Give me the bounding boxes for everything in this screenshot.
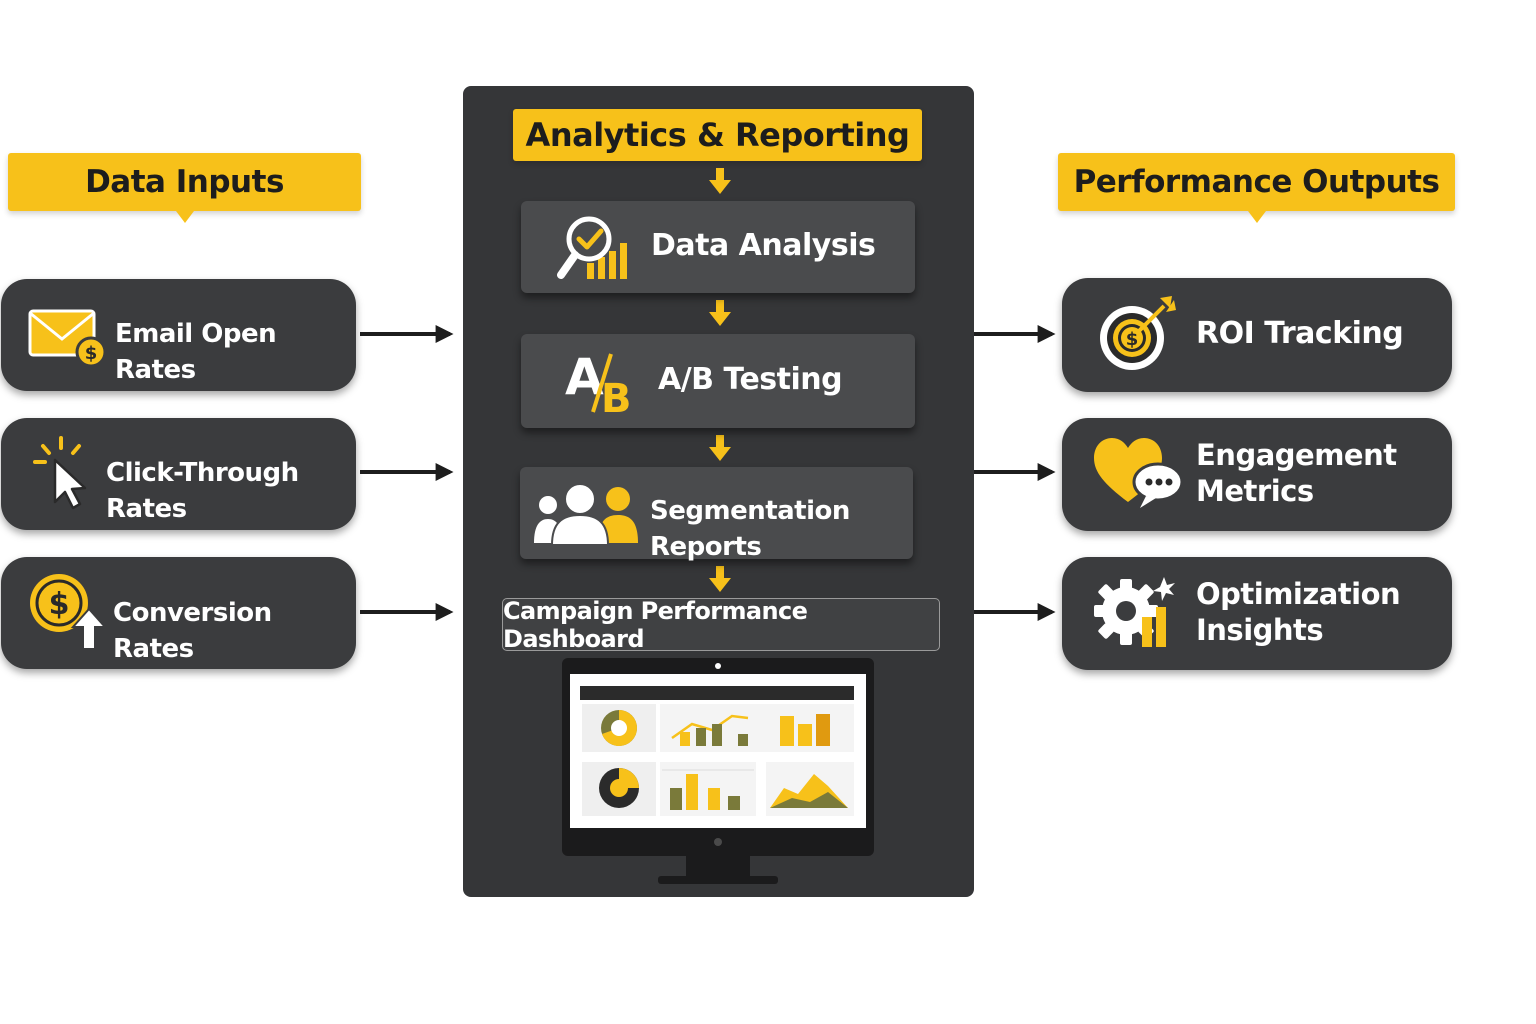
- heart-chat-icon: [1094, 438, 1186, 514]
- gear-chart-icon: [1090, 573, 1182, 653]
- dashboard-monitor-icon: [562, 658, 874, 892]
- target-dollar-icon: $: [1096, 296, 1178, 378]
- step-label-segmentation-reports: Segmentation Reports: [650, 496, 850, 562]
- output-card-optimization-insights: Optimization Insights: [1062, 557, 1452, 670]
- down-arrow-4: [709, 566, 731, 592]
- input-label-email-open-rates: Email Open Rates: [115, 319, 277, 385]
- output-label-optimization-insights: Optimization Insights: [1196, 577, 1401, 647]
- input-card-conversion-rates: $ Conversion Rates: [1, 557, 356, 669]
- performance-outputs-banner: Performance Outputs: [1058, 153, 1455, 223]
- dashboard-label-box: Campaign Performance Dashboard: [502, 596, 940, 653]
- envelope-dollar-icon: $: [28, 307, 108, 373]
- svg-text:$: $: [1126, 329, 1139, 350]
- step-label-data-analysis: Data Analysis: [651, 228, 876, 263]
- step-segmentation-reports: Segmentation Reports: [520, 467, 913, 562]
- output-card-roi-tracking: $ ROI Tracking: [1062, 278, 1452, 392]
- step-ab-testing: A B A/B Testing: [521, 334, 915, 428]
- banner-notch: [175, 211, 194, 223]
- data-inputs-banner: Data Inputs: [8, 153, 361, 223]
- step-data-analysis: Data Analysis: [521, 201, 915, 293]
- ab-test-icon: A B: [563, 346, 643, 422]
- down-arrow-3: [709, 435, 731, 461]
- people-group-icon: [534, 481, 640, 551]
- performance-outputs-title: Performance Outputs: [1073, 164, 1440, 200]
- output-label-roi-tracking: ROI Tracking: [1196, 316, 1404, 351]
- banner-notch: [1247, 211, 1266, 223]
- analytics-banner: Analytics & Reporting: [513, 109, 922, 161]
- input-arrows: [360, 325, 454, 621]
- input-label-conversion-rates: Conversion Rates: [113, 598, 272, 664]
- magnifier-chart-icon: [557, 215, 641, 287]
- input-card-email-open-rates: $ Email Open Rates: [1, 279, 356, 391]
- output-card-engagement-metrics: Engagement Metrics: [1062, 418, 1452, 531]
- down-arrow-1: [709, 168, 731, 194]
- input-card-click-through-rates: Click-Through Rates: [1, 418, 356, 530]
- svg-text:$: $: [49, 587, 70, 622]
- svg-text:B: B: [601, 376, 632, 416]
- data-inputs-title: Data Inputs: [85, 164, 284, 200]
- input-label-click-through-rates: Click-Through Rates: [106, 458, 299, 524]
- step-label-ab-testing: A/B Testing: [658, 362, 843, 397]
- analytics-title: Analytics & Reporting: [525, 116, 910, 154]
- dollar-up-arrow-icon: $: [27, 571, 109, 657]
- cursor-click-icon: [33, 436, 103, 515]
- svg-text:$: $: [85, 343, 98, 364]
- output-label-engagement-metrics: Engagement Metrics: [1196, 438, 1397, 508]
- down-arrow-2: [709, 300, 731, 326]
- output-arrows: [974, 325, 1056, 621]
- dashboard-label: Campaign Performance Dashboard: [503, 596, 808, 653]
